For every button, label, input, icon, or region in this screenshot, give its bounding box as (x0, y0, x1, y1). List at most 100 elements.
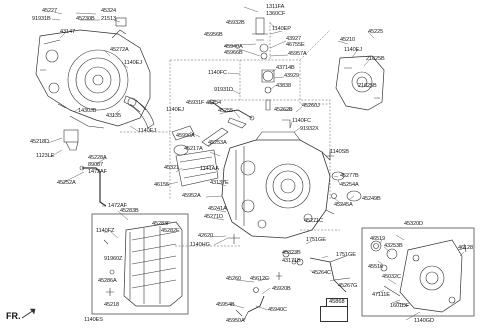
part-label-43137e: 43137E (210, 180, 229, 186)
part-label-45032c: 45032C (382, 274, 401, 280)
part-label-45264c: 45264C (312, 270, 331, 276)
part-label-89087: 89087 (88, 162, 104, 168)
part-label-45262b: 45262B (274, 107, 293, 113)
part-label-45966b: 45966B (224, 50, 243, 56)
part-label-1140ep: 1140EP (272, 26, 291, 32)
center-fasteners (228, 234, 297, 280)
part-label-45612c: 45612C (250, 276, 269, 282)
part-label-43929: 43929 (284, 73, 300, 79)
part-label-45271d: 45271D (204, 214, 223, 220)
part-label-45282e: 45282E (161, 228, 180, 234)
oil-filter (173, 144, 219, 187)
part-label-1141aa: 1141AA (200, 166, 219, 172)
part-label-1140fz: 1140FZ (96, 228, 115, 234)
part-label-1140fc-b: 1140FC (292, 118, 311, 124)
part-label-91931b: 91931B (32, 16, 51, 22)
part-label-46155: 46155 (154, 182, 170, 188)
top-right-cover (335, 55, 385, 111)
part-label-45950a: 45950A (226, 318, 245, 324)
part-label-45283b: 45283B (120, 208, 139, 214)
sensor-stack (252, 17, 291, 128)
part-label-45249b: 45249B (362, 196, 381, 202)
part-label-45931f: 45931F (186, 100, 205, 106)
part-label-91931d: 91931D (214, 87, 233, 93)
part-label-43838: 43838 (276, 83, 292, 89)
part-label-43147: 43147 (60, 29, 76, 35)
part-label-45260: 45260 (226, 276, 242, 282)
part-label-1140ej-a: 1140EJ (124, 60, 142, 66)
part-label-1140ej-d: 1140EJ (166, 107, 184, 113)
part-label-45210: 45210 (340, 37, 356, 43)
part-label-45254: 45254 (206, 100, 222, 106)
part-label-1140ej-c: 1140EJ (344, 47, 362, 53)
assembly-guide-lines (120, 22, 340, 247)
part-label-1751ge-a: 1751GE (306, 237, 326, 243)
part-label-1472af-a: 1472AF (88, 169, 107, 175)
leader-lines (47, 6, 465, 322)
part-label-45952a: 45952A (182, 193, 201, 199)
oil-pan-group-box (91, 213, 189, 315)
part-label-46519: 46519 (370, 236, 386, 242)
transmission-bell-housing (35, 17, 151, 129)
part-label-1140hg: 1140HG (190, 242, 210, 248)
part-label-45218d: 45218D (30, 139, 49, 145)
part-label-45271c: 45271C (304, 218, 323, 224)
part-label-45954b: 45954B (216, 302, 235, 308)
part-box-45868-frame (320, 306, 348, 322)
part-label-45516: 45516 (368, 264, 384, 270)
cover-group-box (361, 227, 475, 317)
part-label-45990a: 45990A (176, 133, 195, 139)
part-label-43714b: 43714B (276, 65, 295, 71)
part-label-45241a: 45241A (208, 206, 227, 212)
part-label-1311fa: 1311FA (266, 4, 285, 10)
part-label-42620: 42620 (198, 233, 214, 239)
part-label-45956b: 45956B (204, 32, 223, 38)
part-label-45940a: 45940A (224, 44, 243, 50)
part-label-1430jb: 1430JB (78, 108, 97, 114)
part-label-45321: 45321 (164, 165, 180, 171)
part-label-45283f: 45283F (152, 221, 171, 227)
part-label-45252a: 45252A (57, 180, 76, 186)
bracket-45218d (63, 129, 79, 151)
part-label-45932b: 45932B (226, 20, 245, 26)
part-label-45320d: 45320D (404, 221, 423, 227)
part-label-1140gd: 1140GD (414, 318, 434, 324)
part-label-1751ge-b: 1751GE (336, 252, 356, 258)
part-label-21825b-b: 21825B (358, 83, 377, 89)
part-label-43253b: 43253B (384, 243, 403, 249)
part-label-1140fc-a: 1140FC (208, 70, 227, 76)
front-direction-arrow (21, 308, 36, 319)
part-label-1472af-b: 1472AF (108, 203, 127, 209)
part-label-45920b: 45920B (272, 286, 291, 292)
part-label-45254a: 45254A (340, 182, 359, 188)
part-label-45868: 45868 (329, 299, 345, 305)
part-label-45323b: 45323B (282, 250, 301, 256)
part-label-1123le: 1123LE (36, 153, 55, 159)
part-label-45245a: 45245A (334, 202, 353, 208)
part-label-21825b-a: 21825B (366, 56, 385, 62)
part-label-1140es: 1140ES (84, 317, 103, 323)
part-label-1140sb: 1140SB (330, 149, 349, 155)
part-label-45227: 45227 (42, 8, 58, 14)
part-label-45255: 45255 (218, 108, 234, 114)
part-label-43927: 43927 (286, 36, 302, 42)
part-label-1601df: 1601DF (390, 303, 410, 309)
wire-harness (235, 255, 351, 321)
breather-tube (79, 165, 107, 207)
part-label-1140ej-b: 1140EJ (138, 128, 156, 134)
front-direction-label: FR. (6, 311, 21, 321)
part-label-45324: 45324 (101, 8, 117, 14)
shield-plate (123, 95, 155, 129)
part-label-43135: 43135 (106, 113, 122, 119)
part-label-46755e: 46755E (286, 42, 305, 48)
part-label-45940c: 45940C (268, 307, 287, 313)
part-label-91960z: 91960Z (104, 256, 123, 262)
part-label-45225: 45225 (368, 29, 384, 35)
part-label-43171b: 43171B (282, 258, 301, 264)
part-label-45267g: 45267G (338, 283, 358, 289)
part-label-47111e: 47111E (372, 292, 390, 298)
part-label-45286a: 45286A (98, 278, 117, 284)
part-label-45260j: 45260J (302, 103, 320, 109)
